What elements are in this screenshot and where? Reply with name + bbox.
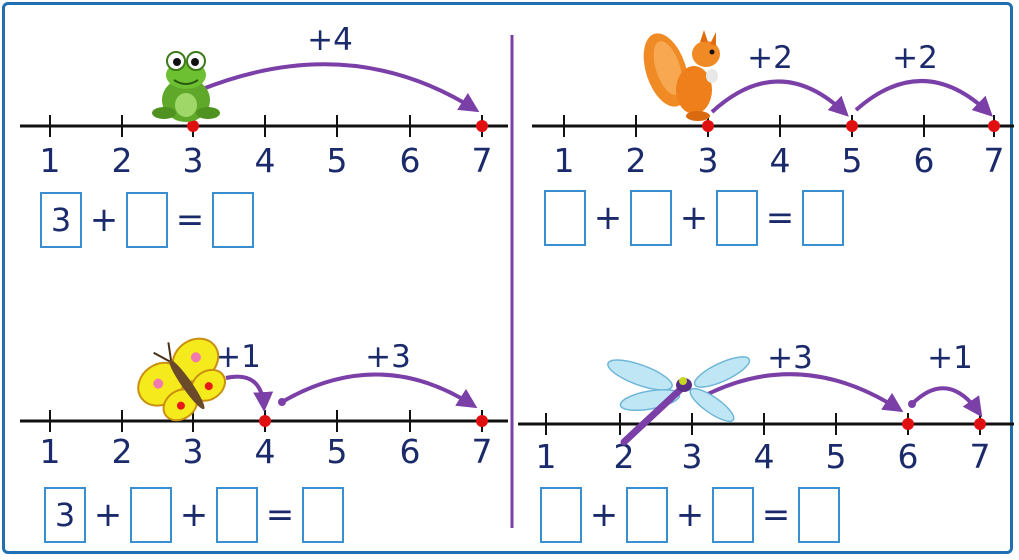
jump-arc — [710, 79, 849, 117]
tick-label-7: 7 — [970, 437, 991, 476]
equals-sign: = — [765, 198, 795, 238]
tick-label-6: 6 — [898, 437, 919, 476]
answer-box[interactable] — [802, 190, 844, 246]
tick-label-7: 7 — [984, 141, 1005, 180]
jump-label: +2 — [892, 40, 938, 76]
jump-arc — [225, 374, 274, 412]
tick-label-5: 5 — [826, 437, 847, 476]
point-dot — [476, 415, 488, 427]
jump-arc — [699, 372, 904, 413]
tick-label-2: 2 — [614, 437, 635, 476]
answer-box[interactable] — [798, 487, 840, 543]
equation-frog: 3 + = — [40, 190, 254, 250]
equals-sign: = — [761, 495, 791, 535]
jump-label: +3 — [767, 340, 813, 376]
tick-label-6: 6 — [400, 432, 421, 471]
jump-label: +4 — [307, 22, 353, 58]
plus-sign: + — [679, 198, 709, 238]
answer-box[interactable] — [712, 487, 754, 543]
jump-label: +3 — [365, 339, 411, 375]
jump-label: +1 — [215, 339, 261, 375]
tick-label-5: 5 — [842, 141, 863, 180]
tick-label-3: 3 — [698, 141, 719, 180]
point-dot — [259, 415, 271, 427]
tick-label-5: 5 — [327, 432, 348, 471]
equation-dragonfly: + + = — [540, 485, 840, 545]
point-dot — [988, 120, 1000, 132]
plus-sign: + — [179, 495, 209, 535]
tick-label-2: 2 — [112, 432, 133, 471]
dragonfly-icon — [607, 356, 751, 446]
answer-box[interactable] — [540, 487, 582, 543]
tick-label-3: 3 — [183, 141, 204, 180]
tick-label-4: 4 — [255, 141, 276, 180]
point-dot — [187, 120, 199, 132]
answer-box[interactable]: 3 — [44, 487, 86, 543]
jump-arc — [910, 386, 983, 418]
equation-butterfly: 3 + + = — [44, 485, 344, 545]
panel-frog: 1 2 3 4 5 6 7 +4 — [20, 22, 508, 180]
tick-label-6: 6 — [914, 141, 935, 180]
tick-label-3: 3 — [682, 437, 703, 476]
tick-label-7: 7 — [472, 432, 493, 471]
answer-box[interactable] — [302, 487, 344, 543]
tick-label-2: 2 — [112, 141, 133, 180]
panel-squirrel: 1 2 3 4 5 6 7 +2 +2 — [532, 30, 1014, 180]
point-dot — [902, 418, 914, 430]
plus-sign: + — [589, 495, 619, 535]
tick-label-5: 5 — [327, 141, 348, 180]
jump-arc — [280, 372, 478, 409]
jump-label: +2 — [747, 40, 793, 76]
arc-start-dot — [908, 400, 916, 408]
tick-label-4: 4 — [754, 437, 775, 476]
tick-label-2: 2 — [626, 141, 647, 180]
equals-sign: = — [265, 495, 295, 535]
jump-label: +1 — [927, 340, 973, 376]
tick-label-1: 1 — [536, 437, 557, 476]
plus-sign: + — [593, 198, 623, 238]
equation-squirrel: + + = — [544, 188, 844, 248]
panel-butterfly: 1 2 3 4 5 6 7 +1 +3 — [20, 337, 508, 471]
answer-box[interactable] — [544, 190, 586, 246]
jump-arc — [854, 79, 993, 117]
answer-box[interactable]: 3 — [40, 192, 82, 248]
answer-box[interactable] — [716, 190, 758, 246]
equals-sign: = — [175, 200, 205, 240]
tick-label-1: 1 — [554, 141, 575, 180]
tick-label-3: 3 — [183, 432, 204, 471]
plus-sign: + — [675, 495, 705, 535]
tick-label-1: 1 — [40, 432, 61, 471]
answer-box[interactable] — [626, 487, 668, 543]
tick-label-6: 6 — [400, 141, 421, 180]
point-dot — [476, 120, 488, 132]
plus-sign: + — [89, 200, 119, 240]
butterfly-icon — [137, 337, 226, 422]
point-dot — [702, 120, 714, 132]
arc-start-dot — [278, 398, 286, 406]
tick-label-1: 1 — [40, 141, 61, 180]
answer-box[interactable] — [212, 192, 254, 248]
answer-box[interactable] — [130, 487, 172, 543]
squirrel-icon — [643, 30, 720, 121]
point-dot — [846, 120, 858, 132]
plus-sign: + — [93, 495, 123, 535]
panel-dragonfly: 1 2 3 4 5 6 7 +3 +1 — [518, 340, 1014, 476]
tick-label-7: 7 — [472, 141, 493, 180]
answer-box[interactable] — [126, 192, 168, 248]
point-dot — [974, 418, 986, 430]
answer-box[interactable] — [216, 487, 258, 543]
tick-label-4: 4 — [770, 141, 791, 180]
tick-label-4: 4 — [255, 432, 276, 471]
frog-icon — [152, 51, 220, 122]
answer-box[interactable] — [630, 190, 672, 246]
jump-arc — [199, 62, 480, 113]
